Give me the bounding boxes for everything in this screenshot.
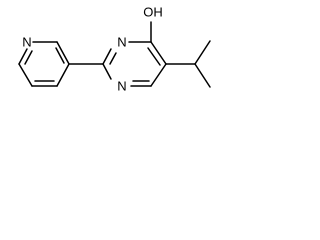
pyridine-ring — [18, 41, 70, 87]
bond-py-c6-n — [18, 48, 28, 65]
bond-py-c3-c4 — [56, 63, 70, 87]
bond-pm-double-2 — [147, 47, 161, 66]
bond-py-double-1 — [55, 47, 65, 64]
atom-pyrimidine-n1: N — [117, 79, 126, 94]
bond-pm-c4-c5 — [150, 41, 167, 65]
bond-py-double-3 — [24, 50, 33, 65]
bond-pm-c5-c6 — [150, 63, 167, 87]
atom-hydroxyl: OH — [143, 5, 163, 20]
bond-pm-double-1 — [109, 52, 117, 65]
pyrimidine-ring — [102, 41, 167, 87]
bond-py-c2-c3 — [56, 41, 70, 65]
bond-ch-me2 — [194, 63, 211, 88]
bond-pm-c2-n3 — [102, 48, 112, 65]
bond-ch-me1 — [194, 40, 211, 65]
atom-pyridine-n: N — [22, 35, 31, 50]
structure-canvas: N N N OH — [18, 5, 211, 94]
bond-pm-n1-c2 — [102, 63, 112, 80]
atom-pyrimidine-n3: N — [117, 35, 126, 50]
isopropyl-group — [165, 40, 211, 88]
molecule-diagram: N N N OH — [0, 0, 266, 120]
bond-py-c5-c6 — [18, 63, 33, 87]
